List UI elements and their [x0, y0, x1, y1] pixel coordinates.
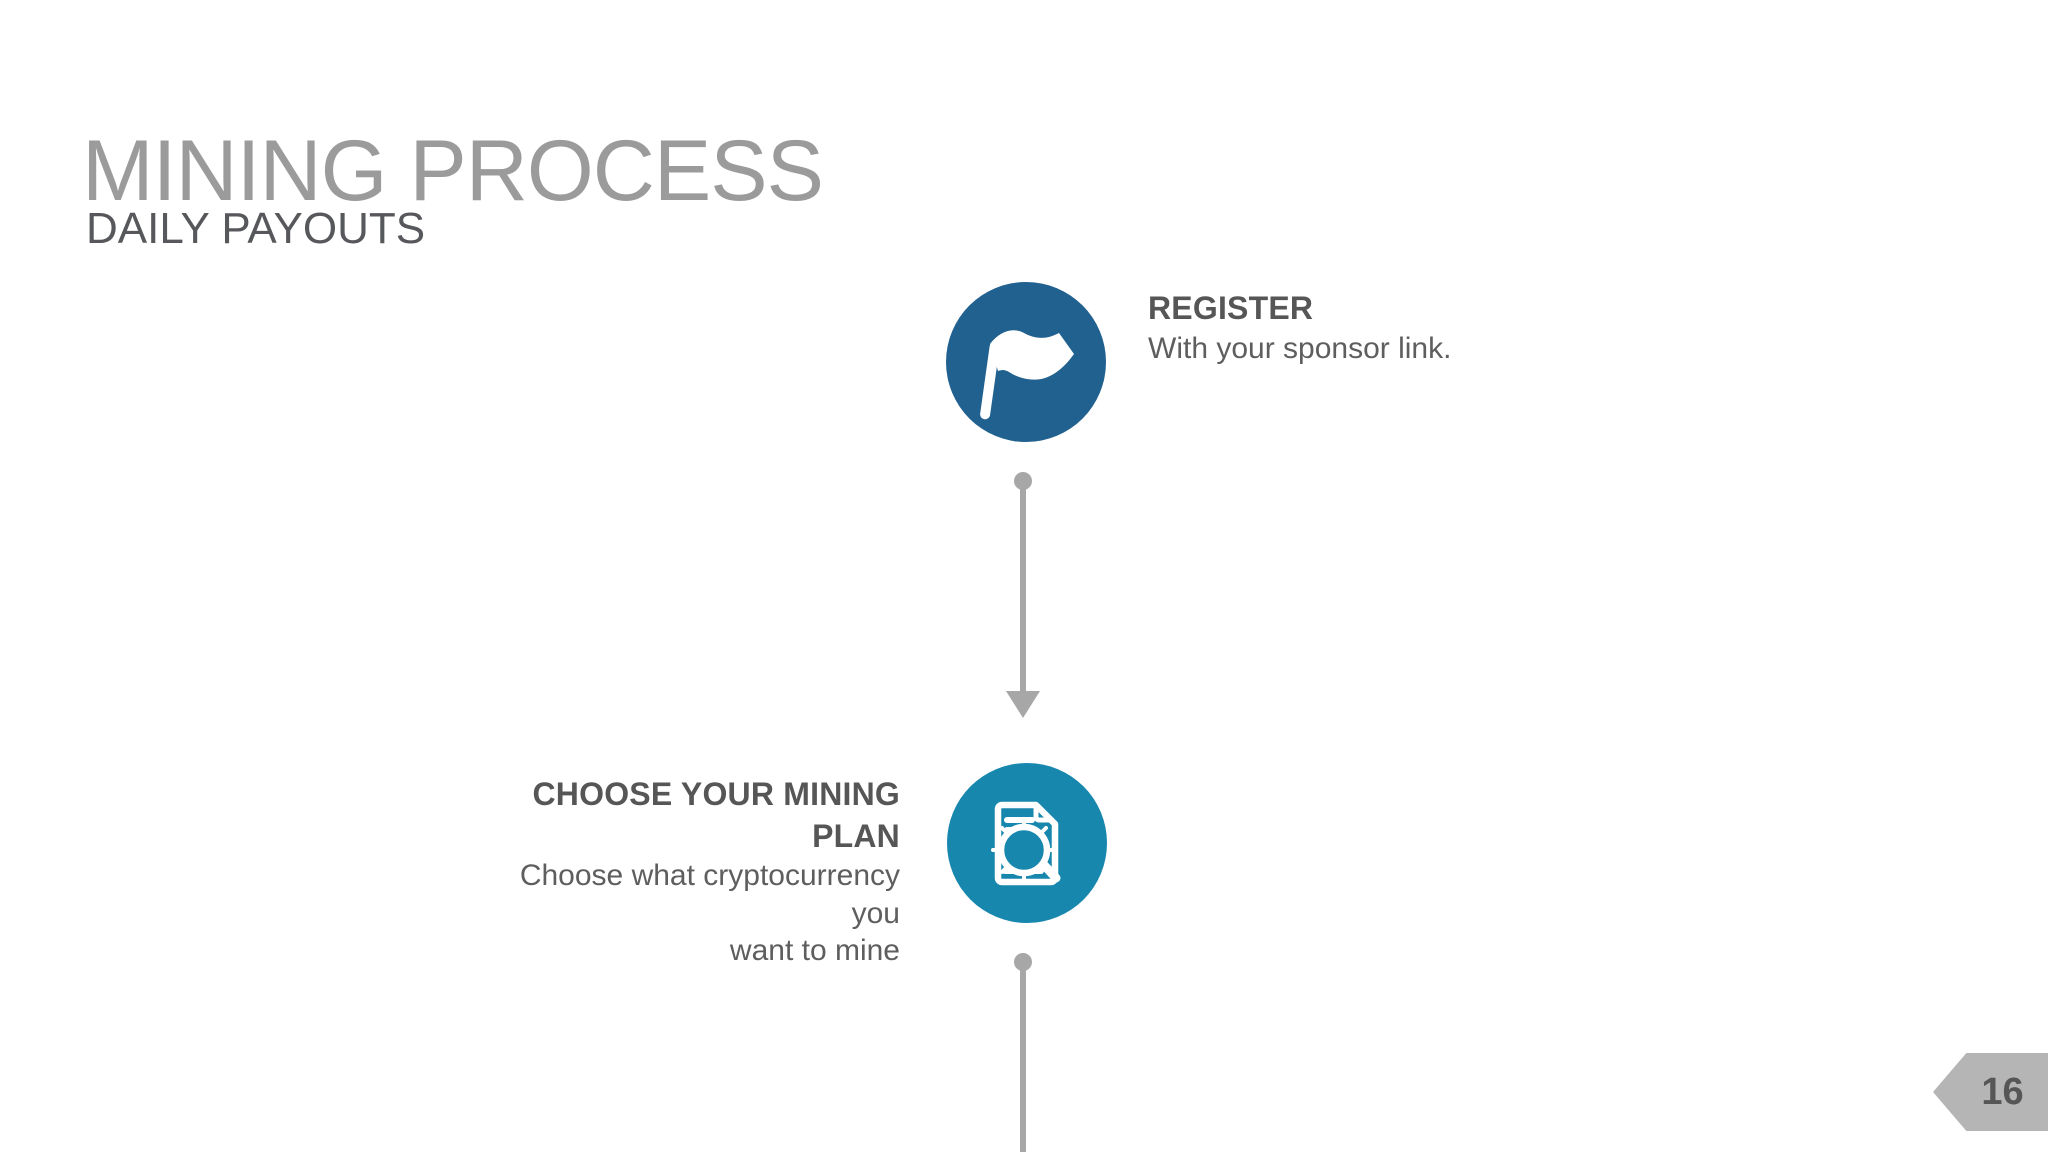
step-2-text: CHOOSE YOUR MINING PLAN Choose what cryp… [500, 774, 900, 970]
document-search-icon [991, 801, 1061, 886]
step-2-description: Choose what cryptocurrency you want to m… [519, 859, 900, 968]
step-1-circle [946, 282, 1106, 442]
connector-line [1020, 968, 1026, 1152]
step-2-title: CHOOSE YOUR MINING PLAN [532, 776, 900, 854]
connector-dot [1014, 472, 1032, 490]
step-1-text: REGISTER With your sponsor link. [1148, 288, 1451, 367]
page-number-tag: 16 [1933, 1053, 2048, 1131]
flag-icon [980, 330, 1074, 420]
page-title: MINING PROCESS [82, 122, 824, 219]
step-2-circle [947, 763, 1107, 923]
step-1-description: With your sponsor link. [1148, 331, 1452, 365]
arrow-down-icon [1006, 691, 1040, 718]
page-subtitle: DAILY PAYOUTS [86, 203, 426, 253]
connector-dot [1014, 953, 1032, 971]
connector-line [1020, 487, 1026, 692]
step-1-title: REGISTER [1148, 290, 1314, 326]
page-number: 16 [1981, 1070, 2024, 1113]
